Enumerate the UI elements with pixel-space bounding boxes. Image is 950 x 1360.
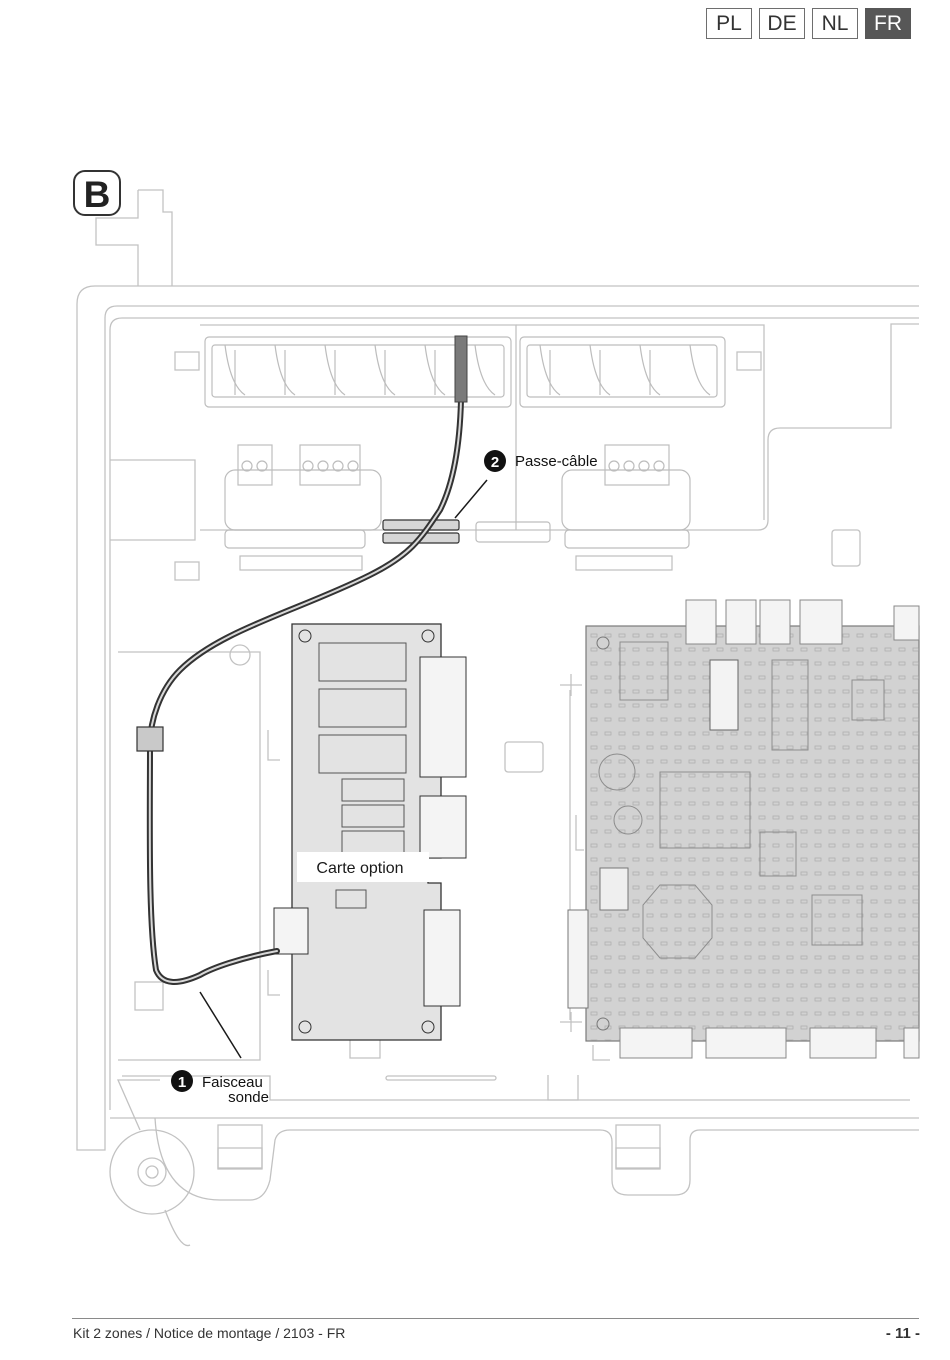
callout-cable-gland: 2 Passe-câble — [454, 450, 598, 519]
callout-probe-harness: 1 Faisceau sonde — [171, 991, 269, 1106]
language-tabs: PL DE NL FR — [706, 8, 911, 39]
section-letter: B — [84, 174, 111, 215]
main-board — [567, 599, 920, 1059]
callout-number-1: 1 — [178, 1074, 186, 1091]
callout-number-2: 2 — [491, 454, 499, 471]
page-number: - 11 - — [885, 1325, 920, 1342]
footer-divider — [72, 1318, 919, 1319]
connector-block-right — [475, 336, 726, 571]
probe-harness — [136, 335, 468, 985]
option-board: Carte option — [273, 623, 467, 1041]
option-board-label: Carte option — [316, 860, 403, 877]
callout-label-1-line2: sonde — [228, 1089, 269, 1106]
section-badge: B — [73, 170, 121, 216]
callout-label-2: Passe-câble — [515, 453, 598, 470]
connector-block-left — [204, 336, 512, 571]
housing-outline — [76, 189, 919, 1247]
callout-label-1-line1: Faisceau — [202, 1074, 263, 1091]
lang-tab-fr[interactable]: FR — [865, 8, 911, 39]
lang-tab-pl[interactable]: PL — [706, 8, 752, 39]
footer-document-info: Kit 2 zones / Notice de montage / 2103 -… — [73, 1325, 346, 1341]
lang-tab-de[interactable]: DE — [759, 8, 805, 39]
lang-tab-nl[interactable]: NL — [812, 8, 858, 39]
